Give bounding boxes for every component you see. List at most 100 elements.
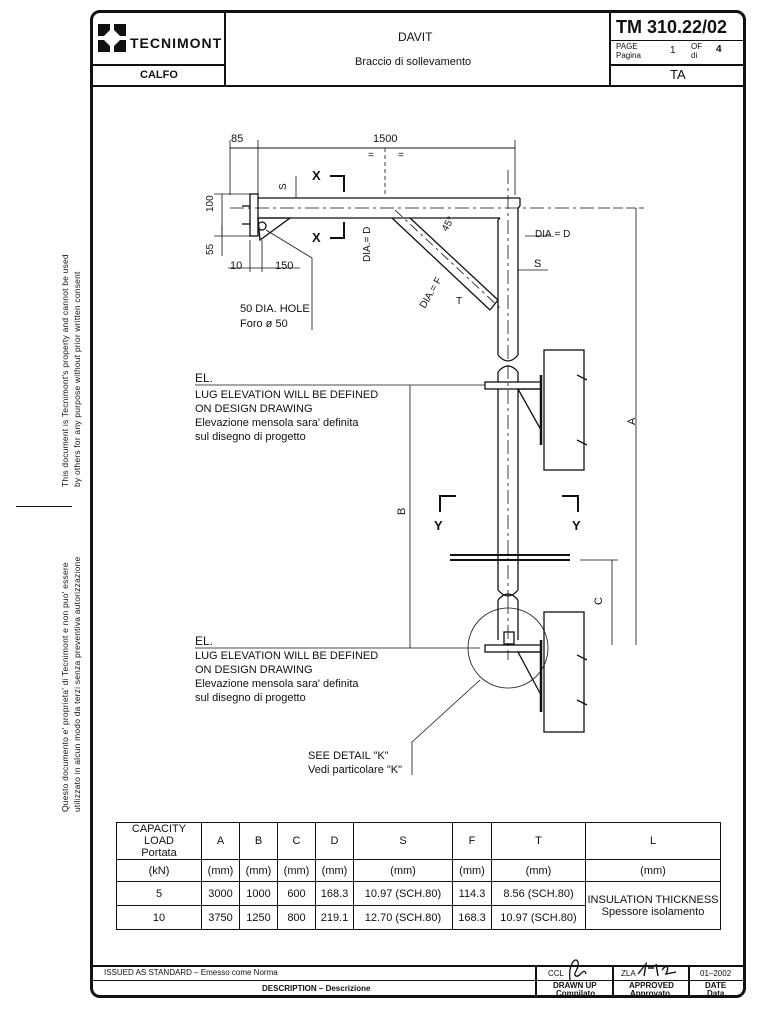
equal-mark-2: = [398,150,404,161]
approved-signature-icon [637,961,677,977]
unit-c: (mm) [277,859,316,882]
label-y-right: Y [572,518,581,533]
lug2-it-1: Elevazione mensola sara' definita [195,678,359,690]
col-f: F [452,822,492,860]
lug1-en-1: LUG ELEVATION WILL BE DEFINED [195,389,379,401]
cell-a: 3750 [201,905,240,930]
footer-divider-2 [612,965,614,996]
description-label: DESCRIPTION – Descrizione [262,984,371,993]
drawn-signature-icon [569,959,587,981]
dim-b: B [396,507,408,515]
approved-it: Approvato [630,989,670,998]
cell-b: 1000 [239,881,278,906]
cell-t: 10.97 (SCH.80) [491,905,586,930]
doc-subtitle: Braccio di sollevamento [355,56,472,68]
doc-title: DAVIT [398,30,433,44]
dim-c: C [593,597,605,605]
header-bottom-line [92,85,744,87]
page-label-en: PAGE [616,42,638,51]
lug1-it-1: Elevazione mensola sara' definita [195,417,359,429]
label-x-bottom: X [312,230,321,245]
cell-l: INSULATION THICKNESS Spessore isolamento [585,881,721,930]
lug1-en-2: ON DESIGN DRAWING [195,403,313,415]
logo-text: TECNIMONT [130,35,223,51]
header-divider-right [609,12,611,86]
cell-s: 10.97 (SCH.80) [353,881,453,906]
issued-as-standard: ISSUED AS STANDARD – Emesso come Norma [104,968,278,977]
lug2-en-2: ON DESIGN DRAWING [195,664,313,676]
of-label-en: OF [691,42,703,51]
cell-c: 600 [277,881,316,906]
drawn-up-en: DRAWN UP [553,981,597,990]
drawing-sheet [90,10,746,998]
dim-1500: 1500 [373,133,398,145]
page-total: 4 [716,44,722,55]
label-dia-d-left: DIA.= D [362,226,373,262]
dim-85: 85 [231,133,244,145]
el-label-1: EL. [195,371,214,385]
header-capacity: CAPACITY LOAD Portata [116,822,202,860]
el-label-2: EL. [195,634,214,648]
dim-a: A [626,417,638,425]
docnum-rev-divider [610,64,744,66]
col-s: S [353,822,453,860]
label-s-right: S [534,258,542,270]
footer-top-line [92,965,744,967]
equal-mark-1: = [368,150,374,161]
lug1-it-2: sul disegno di progetto [195,431,306,443]
date-it: Data [707,989,725,998]
unit-t: (mm) [491,859,586,882]
unit-l: (mm) [585,859,721,882]
docnum-underline [610,40,744,41]
table-row: 5 3000 1000 600 168.3 10.97 (SCH.80) 114… [116,881,721,930]
footer-divider-3 [688,965,690,996]
cell-f: 114.3 [452,881,492,906]
unit-a: (mm) [201,859,240,882]
page-number: 1 [670,45,676,56]
cell-load: 10 [116,905,202,930]
cell-c: 800 [277,905,316,930]
doc-number: TM 310.22/02 [616,17,728,37]
col-d: D [315,822,354,860]
cell-d: 219.1 [315,905,354,930]
l-note-it: Spessore isolamento [601,905,705,918]
label-dia-d-right: DIA.= D [535,229,571,240]
lug2-en-1: LUG ELEVATION WILL BE DEFINED [195,650,379,662]
col-t: T [491,822,586,860]
logo-client-divider [92,64,225,66]
cell-f: 168.3 [452,905,492,930]
of-label-it: di [691,51,698,60]
side-divider [16,506,72,507]
zla-initials: ZLA [621,969,636,978]
date-value: 01–2002 [700,969,732,978]
label-x-top: X [312,168,321,183]
cell-b: 1250 [239,905,278,930]
ccl-initials: CCL [548,969,565,978]
revision: TA [670,67,686,82]
label-y-left: Y [434,518,443,533]
table-row: 10 3750 1250 800 219.1 12.70 (SCH.80) 16… [116,905,721,930]
page-label-it: Pagina [616,51,641,60]
label-s-top: S [278,183,289,190]
col-c: C [277,822,316,860]
date-en: DATE [705,981,727,990]
cell-a: 3000 [201,881,240,906]
dim-100: 100 [205,195,216,212]
cell-d: 168.3 [315,881,354,906]
col-l: L [585,822,721,860]
tecnimont-logo-icon [98,24,126,52]
approved-en: APPROVED [629,981,674,990]
client-name: CALFO [140,69,178,81]
header-capacity-en: CAPACITY LOAD [131,823,187,847]
cell-load: 5 [116,881,202,906]
col-a: A [201,822,240,860]
detail-k-it: Vedi particolare "K" [308,764,403,776]
cell-s: 12.70 (SCH.80) [353,905,453,930]
dim-55: 55 [205,243,216,255]
label-t: T [456,296,463,307]
hole-note-en: 50 DIA. HOLE [240,303,310,315]
cell-t: 8.56 (SCH.80) [491,881,586,906]
capacity-table: CAPACITY LOAD Portata A B C D S F T L (k… [116,822,721,930]
l-note-en: INSULATION THICKNESS [587,893,719,906]
